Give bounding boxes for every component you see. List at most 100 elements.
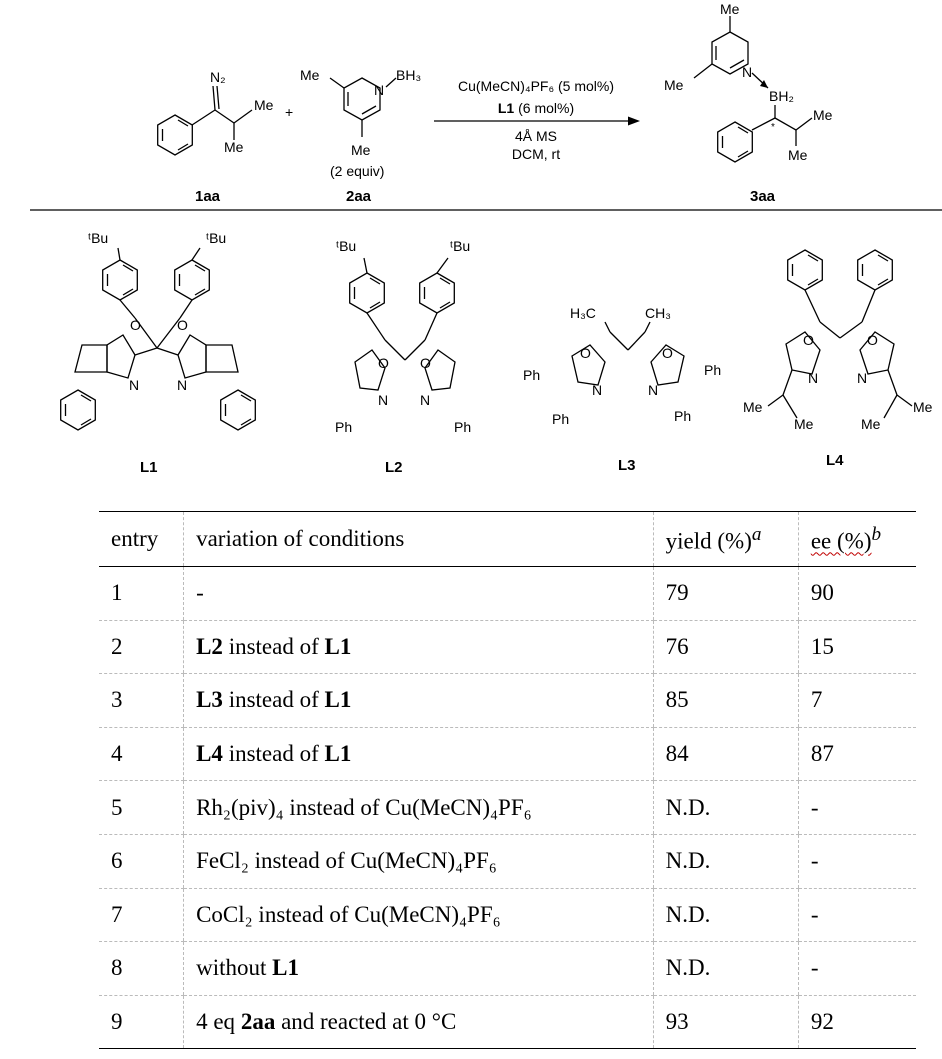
ligand-label-l3: L3 <box>618 457 636 474</box>
table-row: 4 L4 instead of L1 84 87 <box>99 727 916 782</box>
compound-label-2aa: 2aa <box>346 188 372 205</box>
compound-label-3aa: 3aa <box>750 188 776 205</box>
cell-yield: N.D. <box>652 834 799 889</box>
oxygen-label: O <box>420 355 431 371</box>
cell-variation: L4 instead of L1 <box>183 727 654 782</box>
methyl-label: Me <box>788 147 808 163</box>
ee-value: - <box>810 901 819 927</box>
ligand-l4: O N O N Me Me Me Me L4 <box>743 249 933 469</box>
header-yield: yield (%)a <box>652 511 799 567</box>
methyl-label: Me <box>300 67 320 83</box>
nitrogen-label: N <box>420 392 430 408</box>
cell-variation: Rh₂(piv)₄ instead of Cu(MeCN)₄PF₆ <box>183 780 654 835</box>
bh3-label: BH₃ <box>396 67 421 83</box>
cell-ee: 92 <box>797 995 916 1050</box>
cell-entry: 5 <box>99 780 184 835</box>
cell-ee: 87 <box>797 727 916 782</box>
reaction-scheme: N₂ Me Me 1aa + N BH₃ Me Me (2 equiv) 2aa… <box>30 1 942 476</box>
variation-bold: L3 <box>196 687 223 713</box>
variation-text: 4 eq <box>196 1009 241 1035</box>
ee-value: 92 <box>810 1009 834 1035</box>
variation-bold: L4 <box>196 741 223 767</box>
cell-entry: 7 <box>99 888 184 943</box>
ee-value: - <box>810 848 819 874</box>
oxygen-label: O <box>177 317 188 333</box>
yield-value: 76 <box>665 633 689 659</box>
tbu-label: ᵗBu <box>450 238 470 254</box>
entry-number: 6 <box>111 848 123 874</box>
phenyl-label: Ph <box>335 419 352 435</box>
table-row: 2 L2 instead of L1 76 15 <box>99 620 916 675</box>
variation-bold: L1 <box>324 633 352 659</box>
cell-ee: - <box>797 888 916 943</box>
ligand-l2: ᵗBu ᵗBu O N O N Ph Ph L2 <box>335 238 471 476</box>
entry-number: 3 <box>111 687 123 713</box>
methyl-label: CH₃ <box>645 305 671 321</box>
cell-variation: L3 instead of L1 <box>183 673 654 728</box>
entry-number: 4 <box>111 741 123 767</box>
oxygen-label: O <box>130 317 141 333</box>
product-3aa: N BH₂ Me Me * Me Me 3aa <box>664 1 833 205</box>
cell-entry: 1 <box>99 566 184 621</box>
cell-variation: CoCl₂ instead of Cu(MeCN)₄PF₆ <box>183 888 654 943</box>
header-entry: entry <box>99 511 184 567</box>
nitrogen-label: N <box>742 64 752 80</box>
variation-text: Rh₂(piv)₄ instead of Cu(MeCN)₄PF₆ <box>196 794 532 820</box>
cell-entry: 2 <box>99 620 184 675</box>
phenyl-label: Ph <box>454 419 471 435</box>
variation-bold: L1 <box>272 955 299 981</box>
reactant-1aa: N₂ Me Me 1aa <box>157 69 274 205</box>
nitrogen-label: N <box>374 82 384 98</box>
yield-value: N.D. <box>665 955 711 981</box>
table-row: 6 FeCl₂ instead of Cu(MeCN)₄PF₆ N.D. - <box>99 834 916 889</box>
cell-entry: 3 <box>99 673 184 728</box>
nitrogen-label: N <box>378 392 388 408</box>
solvent-label: DCM, rt <box>512 146 560 162</box>
cell-ee: 15 <box>797 620 916 675</box>
nitrogen-label: N <box>857 370 867 386</box>
nitrogen-label: N <box>592 382 602 398</box>
compound-label-1aa: 1aa <box>195 188 221 205</box>
cell-variation: 4 eq 2aa and reacted at 0 °C <box>183 995 654 1050</box>
methyl-label: Me <box>913 399 933 415</box>
cell-yield: N.D. <box>652 780 799 835</box>
n2-label: N₂ <box>210 69 226 85</box>
entry-number: 2 <box>111 633 123 659</box>
yield-value: 84 <box>665 741 689 767</box>
phenyl-label: Ph <box>552 411 569 427</box>
ligand-l1: ᵗBu ᵗBu O N O N L1 <box>60 230 256 476</box>
sieves-label: 4Å MS <box>515 128 557 144</box>
variation-text: instead of <box>222 633 325 659</box>
cell-yield: 76 <box>652 620 799 675</box>
cell-entry: 8 <box>99 941 184 996</box>
cell-variation: L2 instead of L1 <box>183 620 654 675</box>
cell-yield: 85 <box>652 673 799 728</box>
methyl-label: Me <box>224 139 244 155</box>
methyl-label: Me <box>794 416 814 432</box>
cell-yield: 84 <box>652 727 799 782</box>
cell-yield: 79 <box>652 566 799 621</box>
methyl-label: Me <box>351 142 371 158</box>
yield-value: 79 <box>665 580 689 606</box>
cell-variation: FeCl₂ instead of Cu(MeCN)₄PF₆ <box>183 834 654 889</box>
cell-ee: - <box>797 941 916 996</box>
entry-number: 5 <box>111 794 123 820</box>
methyl-label: Me <box>743 399 763 415</box>
cell-yield: N.D. <box>652 888 799 943</box>
yield-value: N.D. <box>665 848 711 874</box>
nitrogen-label: N <box>177 377 187 393</box>
cell-yield: N.D. <box>652 941 799 996</box>
cell-variation: without L1 <box>183 941 654 996</box>
oxygen-label: O <box>378 355 389 371</box>
reaction-conditions: Cu(MeCN)₄PF₆ (5 mol%) L1 (6 mol%) 4Å MS … <box>434 78 640 162</box>
variation-text: and reacted at 0 °C <box>275 1009 457 1035</box>
cell-yield: 93 <box>652 995 799 1050</box>
stereocenter-mark: * <box>771 122 775 133</box>
ligand-label-l4: L4 <box>826 452 844 469</box>
phenyl-label: Ph <box>523 367 540 383</box>
oxygen-label: O <box>662 345 673 361</box>
ee-value: - <box>810 955 819 981</box>
